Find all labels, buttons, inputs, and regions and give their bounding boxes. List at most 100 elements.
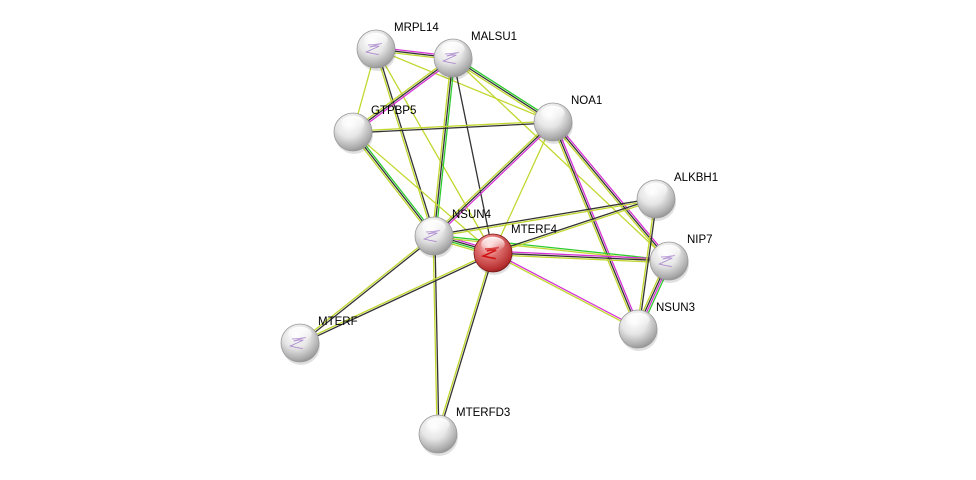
edge-line-yellow — [434, 199, 657, 238]
edge-malsu1-gtpbp5[interactable] — [351, 56, 455, 134]
edge-mrpl14-mterf4[interactable] — [375, 48, 494, 254]
edge-nsun4-alkbh1[interactable] — [433, 197, 657, 238]
edge-line-yellow — [352, 120, 553, 132]
edge-line-yellow — [432, 236, 438, 435]
edge-nsun4-mterf[interactable] — [299, 234, 435, 345]
edge-line-yellow — [550, 122, 637, 330]
node-label: MTERF4 — [511, 224, 558, 236]
edge-line-magenta — [493, 251, 639, 329]
node-gtpbp5[interactable]: GTPBP5 — [333, 105, 416, 154]
node-label: MTERF — [318, 316, 358, 328]
node-highlight — [626, 312, 650, 328]
edge-line-yellow — [493, 199, 657, 255]
edge-mrpl14-nsun4[interactable] — [374, 48, 436, 237]
edge-line-yellow — [432, 120, 553, 236]
edge-line-black — [300, 253, 494, 345]
node-label: MTERFD3 — [456, 407, 510, 419]
edge-line-magenta — [554, 121, 641, 329]
edge-line-yellow — [492, 121, 554, 254]
edge-line-yellow — [551, 122, 669, 263]
node-highlight — [441, 41, 465, 57]
node-highlight — [364, 32, 388, 48]
node-label: ALKBH1 — [674, 172, 718, 184]
edge-line-black — [552, 121, 639, 330]
edge-line-black — [376, 48, 436, 236]
edge-malsu1-noa1[interactable] — [451, 55, 555, 125]
node-mterf[interactable]: MTERF — [280, 316, 358, 365]
node-label: NSUN4 — [452, 209, 492, 221]
edge-malsu1-nip7[interactable] — [452, 57, 670, 262]
edge-gtpbp5-nsun4[interactable] — [351, 130, 436, 238]
node-highlight — [657, 244, 681, 260]
node-mrpl14[interactable]: MRPL14 — [356, 22, 439, 71]
edge-malsu1-mterf4[interactable] — [452, 57, 494, 254]
edge-line-yellow — [636, 198, 656, 329]
edge-line-yellow — [431, 57, 452, 236]
edge-line-yellow — [436, 252, 493, 434]
node-nip7[interactable]: NIP7 — [649, 234, 713, 283]
node-label: NSUN3 — [656, 302, 695, 314]
edge-gtpbp5-mterf4[interactable] — [352, 131, 494, 254]
node-nsun3[interactable]: NSUN3 — [618, 302, 695, 351]
node-noa1[interactable]: NOA1 — [533, 95, 602, 144]
edge-noa1-nsun4[interactable] — [432, 120, 555, 238]
node-highlight — [288, 326, 312, 342]
edge-line-green — [353, 130, 436, 236]
edge-line-yellow — [299, 251, 493, 343]
edge-line-yellow — [492, 254, 669, 264]
node-mterf4[interactable]: MTERF4 — [473, 224, 558, 275]
edge-line-black — [352, 57, 454, 133]
edge-line-yellow — [375, 48, 554, 123]
edge-line-yellow — [299, 234, 434, 343]
edge-line-yellow — [451, 58, 553, 125]
edge-mterf4-mterf[interactable] — [299, 251, 494, 345]
node-malsu1[interactable]: MALSU1 — [433, 31, 517, 80]
node-label: MALSU1 — [471, 31, 517, 43]
edge-noa1-nsun3[interactable] — [550, 121, 641, 330]
edge-line-magenta — [493, 250, 670, 260]
edge-mterf4-nip7[interactable] — [492, 250, 670, 264]
edge-mterf4-mterfd3[interactable] — [436, 252, 495, 435]
node-mterfd3[interactable]: MTERFD3 — [418, 407, 510, 456]
node-nsun4[interactable]: NSUN4 — [414, 209, 492, 258]
edge-line-yellow — [375, 48, 494, 254]
node-label: GTPBP5 — [371, 105, 416, 117]
node-highlight — [481, 236, 505, 252]
edge-line-black — [353, 122, 554, 134]
edge-line-green — [453, 55, 555, 122]
edge-line-magenta — [353, 58, 455, 134]
edge-line-yellow — [352, 131, 494, 254]
edge-line-black — [433, 121, 554, 237]
edge-line-black — [492, 197, 656, 253]
edge-gtpbp5-noa1[interactable] — [352, 120, 554, 134]
edge-line-yellow — [492, 253, 638, 331]
edge-alkbh1-nsun3[interactable] — [636, 198, 658, 330]
edge-mterf4-nsun3[interactable] — [492, 251, 639, 331]
edge-noa1-mterf4[interactable] — [492, 121, 554, 254]
edge-line-black — [433, 57, 454, 237]
node-highlight — [644, 182, 668, 198]
edge-nsun4-mterfd3[interactable] — [432, 235, 440, 435]
edge-line-yellow — [351, 132, 434, 238]
edge-line-black — [300, 236, 435, 345]
edge-line-yellow — [374, 49, 434, 237]
node-highlight — [341, 115, 365, 131]
edge-line-black — [452, 57, 494, 254]
edge-line-green — [434, 234, 670, 261]
node-alkbh1[interactable]: ALKBH1 — [636, 172, 718, 221]
edge-mrpl14-noa1[interactable] — [375, 48, 554, 123]
node-label: NOA1 — [571, 95, 602, 107]
edge-line-yellow — [452, 57, 670, 262]
edge-line-black — [452, 57, 554, 123]
edge-line-magenta — [434, 122, 555, 238]
edge-line-black — [352, 131, 435, 237]
edge-line-black — [492, 252, 670, 262]
edge-line-black — [433, 197, 656, 236]
edge-line-black — [638, 199, 658, 330]
node-label: MRPL14 — [394, 22, 439, 34]
edge-mterf4-alkbh1[interactable] — [492, 197, 657, 255]
node-highlight — [426, 417, 450, 433]
edge-line-yellow — [351, 56, 453, 132]
